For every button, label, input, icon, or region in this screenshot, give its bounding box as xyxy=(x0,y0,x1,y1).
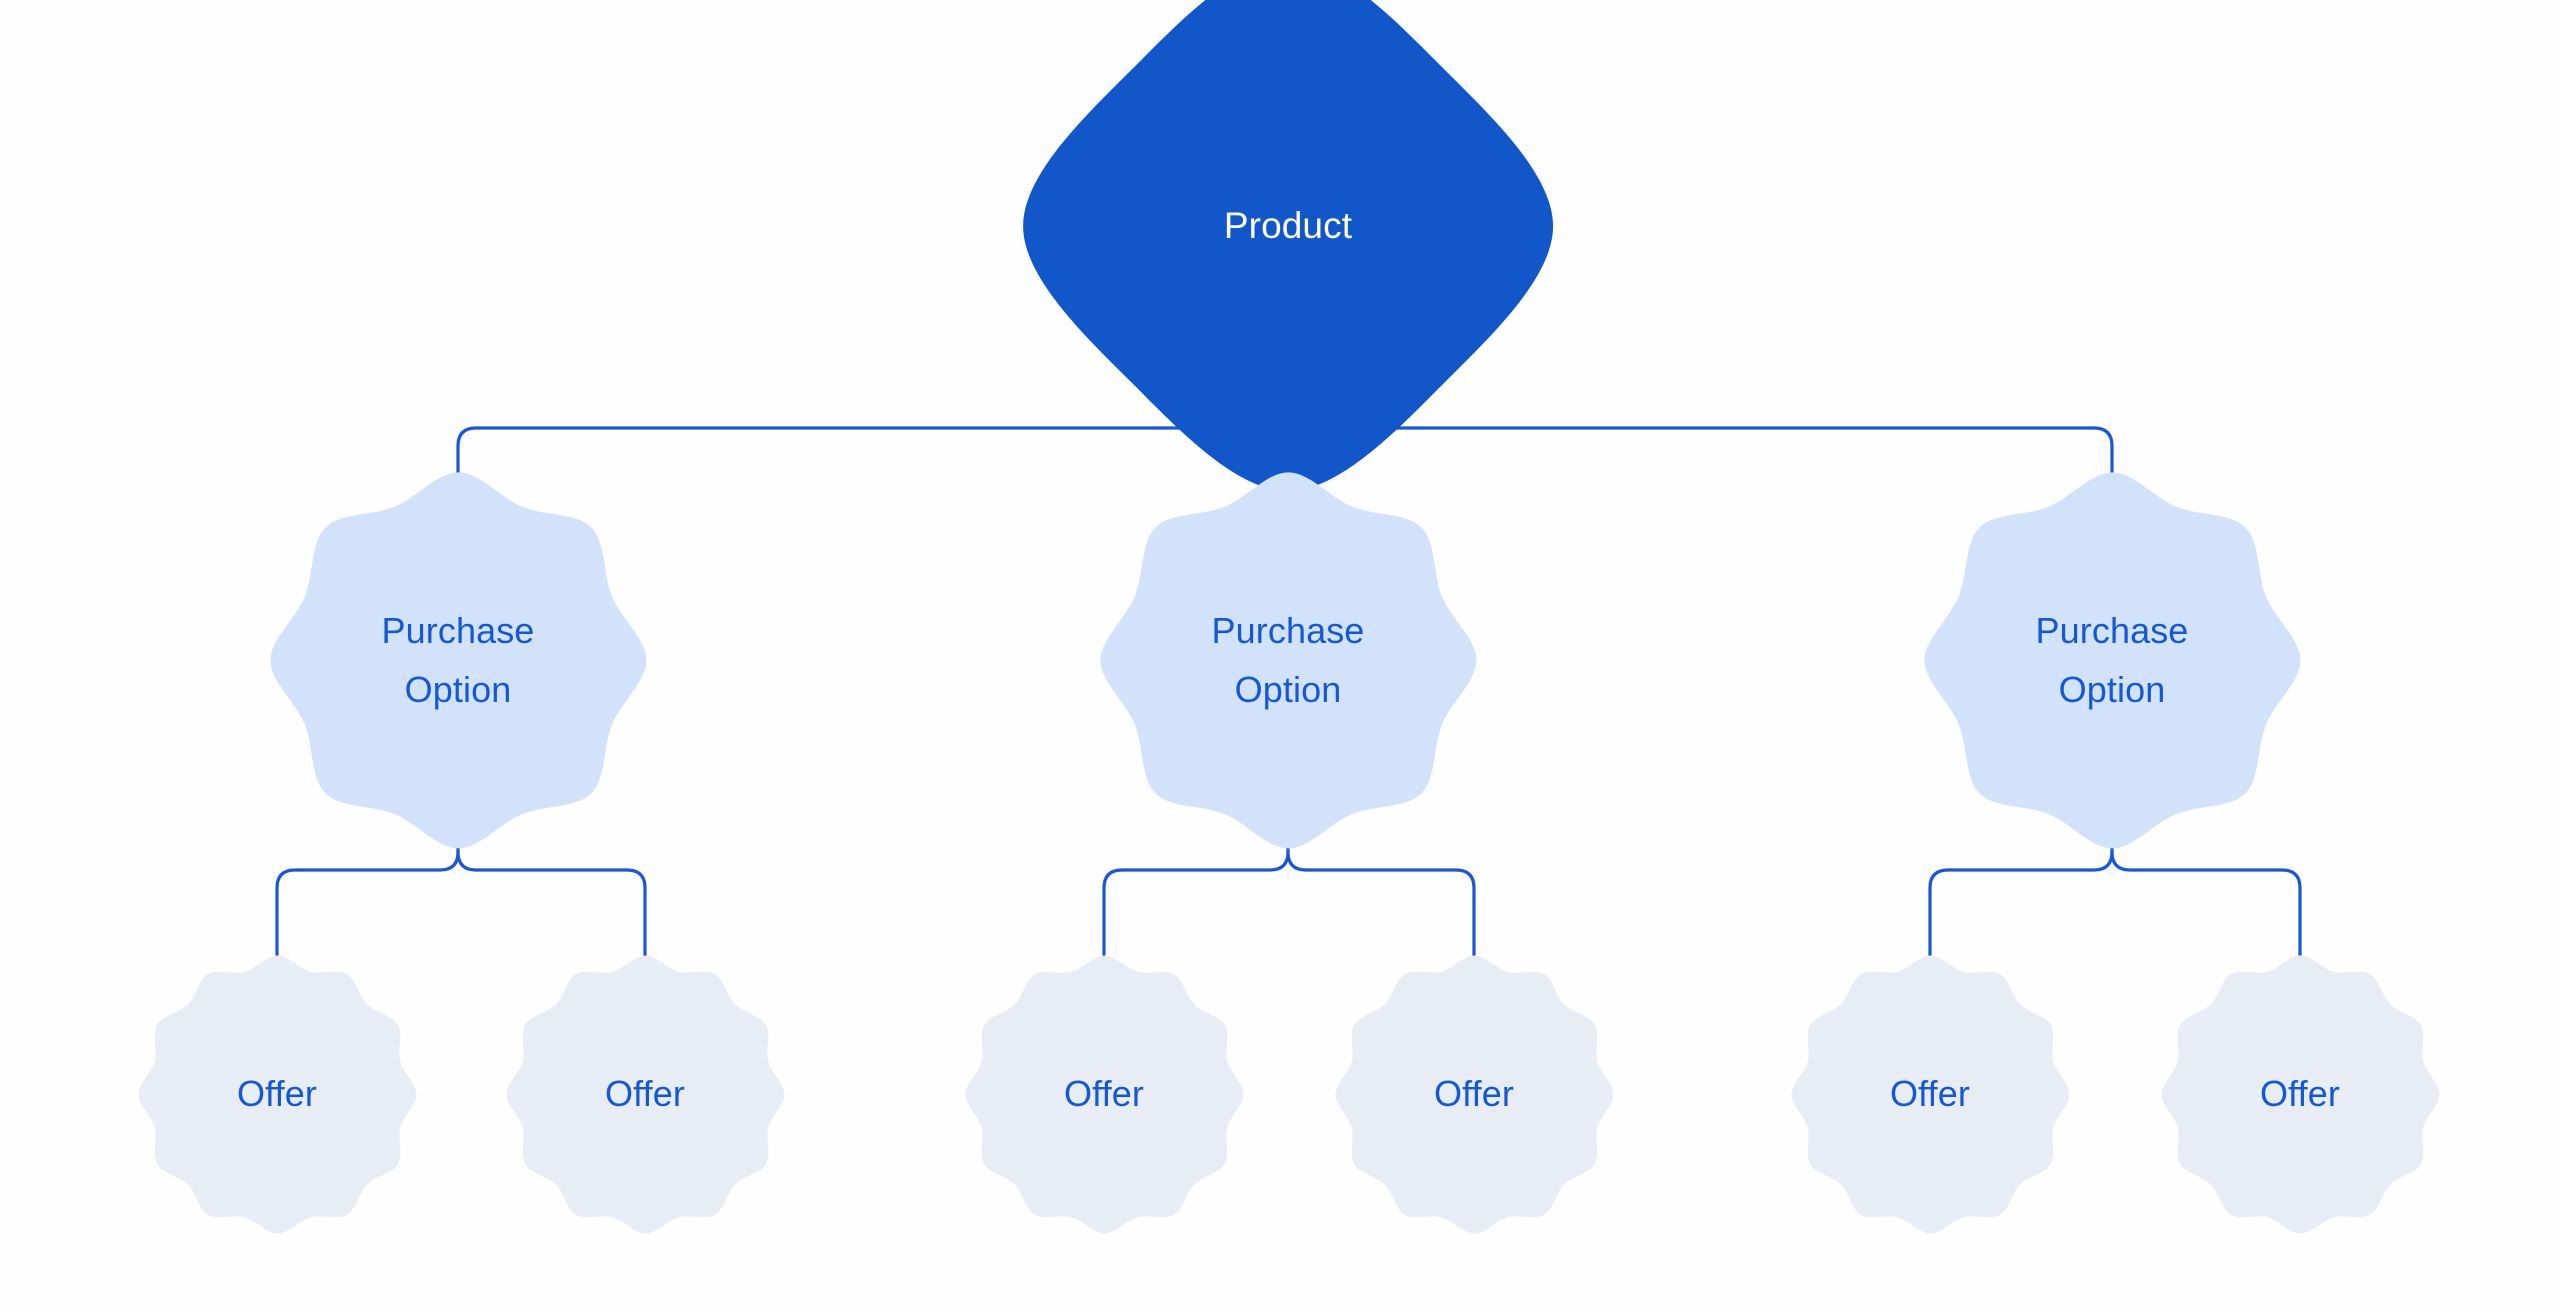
scallop-12-shape xyxy=(1790,954,2069,1233)
node-offer-4[interactable]: Offer xyxy=(1291,911,1658,1278)
blob-8-lobe-shape xyxy=(1099,471,1476,848)
scallop-12-shape xyxy=(505,954,784,1233)
blob-4-lobe-shape xyxy=(1022,0,1553,491)
node-offer-3[interactable]: Offer xyxy=(921,911,1288,1278)
node-offer-5[interactable]: Offer xyxy=(1747,911,2114,1278)
scallop-12-shape xyxy=(2160,954,2439,1233)
node-offer-6[interactable]: Offer xyxy=(2117,911,2484,1278)
blob-8-lobe-shape xyxy=(269,471,646,848)
node-offer-2[interactable]: Offer xyxy=(462,911,829,1278)
node-purchase-option-3[interactable]: Purchase Option xyxy=(1868,416,2357,905)
scallop-12-shape xyxy=(964,954,1243,1233)
node-offer-1[interactable]: Offer xyxy=(94,911,461,1278)
scallop-12-shape xyxy=(137,954,416,1233)
node-purchase-option-1[interactable]: Purchase Option xyxy=(214,416,703,905)
node-purchase-option-2[interactable]: Purchase Option xyxy=(1044,416,1533,905)
blob-8-lobe-shape xyxy=(1923,471,2300,848)
scallop-12-shape xyxy=(1334,954,1613,1233)
